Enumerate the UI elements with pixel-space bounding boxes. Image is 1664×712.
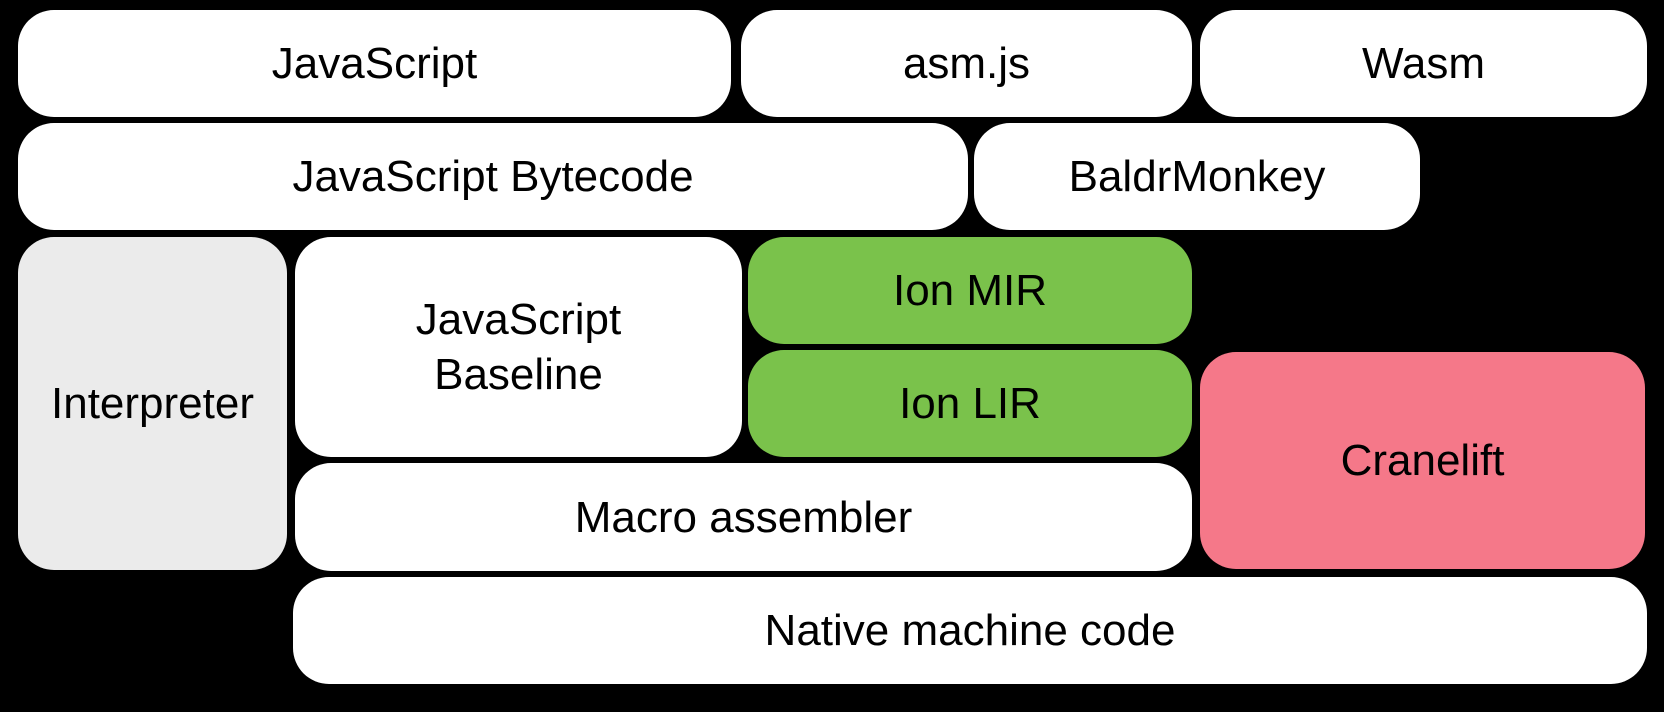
node-baldrmonkey: BaldrMonkey [974, 123, 1420, 230]
node-javascript-bytecode: JavaScript Bytecode [18, 123, 968, 230]
node-cranelift: Cranelift [1200, 352, 1645, 569]
node-javascript-baseline: JavaScript Baseline [295, 237, 742, 457]
node-wasm: Wasm [1200, 10, 1647, 117]
node-ion-lir: Ion LIR [748, 350, 1192, 457]
node-asmjs: asm.js [741, 10, 1192, 117]
node-interpreter: Interpreter [18, 237, 287, 570]
node-ion-mir: Ion MIR [748, 237, 1192, 344]
node-javascript: JavaScript [18, 10, 731, 117]
node-native-machine-code: Native machine code [293, 577, 1647, 684]
node-macro-assembler: Macro assembler [295, 463, 1192, 571]
